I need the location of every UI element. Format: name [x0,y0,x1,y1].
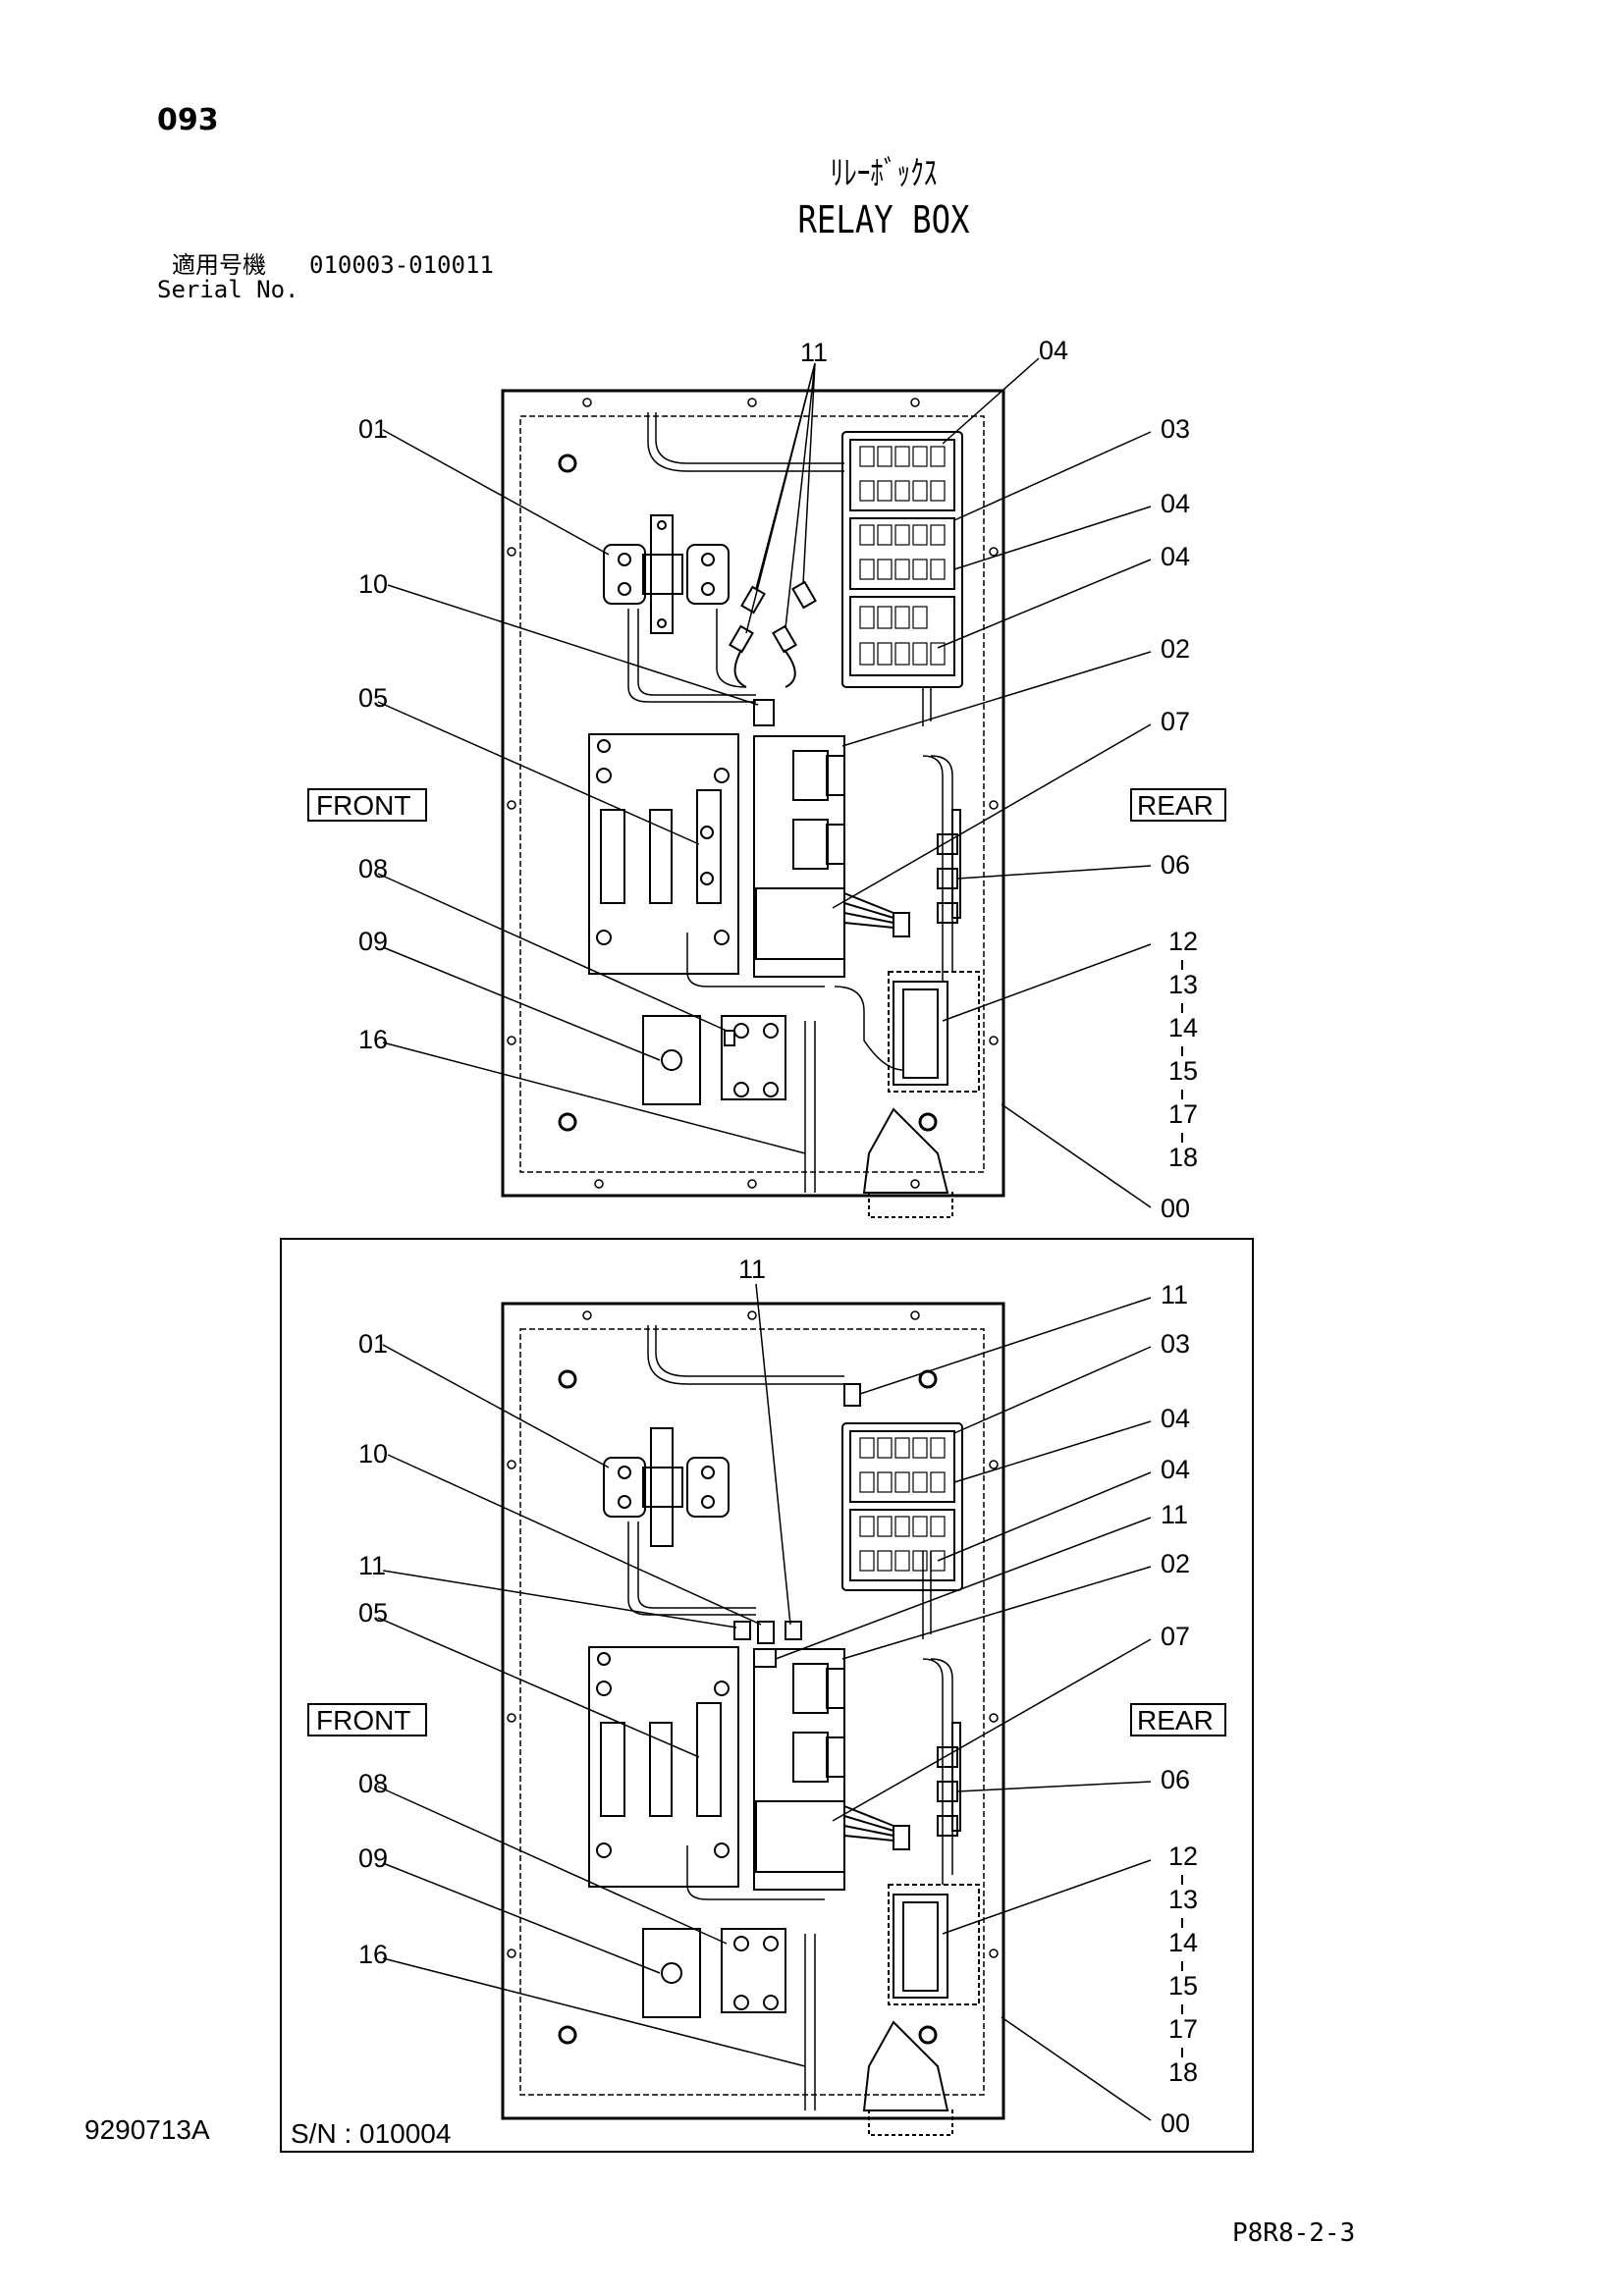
top-mounting-holes [507,398,999,1189]
top-callout-right-10: 15 [1168,1056,1198,1086]
top-front-label: FRONT [316,790,410,821]
top-wiring [627,412,953,1193]
top-connector-unit-02 [753,735,910,978]
bottom-wiring [627,1325,953,2110]
title-japanese: ﾘﾚｰﾎﾞｯｸｽ [830,154,938,193]
bottom-callout-right-0: 11 [1161,1280,1188,1309]
bottom-box-09 [642,1928,701,2018]
bottom-callout-right-6: 07 [1161,1622,1190,1651]
bottom-relay-01 [603,1427,730,1547]
serial-label-english: Serial No. [157,276,299,303]
top-rear-tag [1130,788,1226,822]
bottom-leader-lines [377,1283,1152,2121]
top-front-tag [307,788,427,822]
bottom-relay-bank-03 [841,1422,963,1591]
bottom-rear-tag [1130,1703,1226,1736]
top-outer-panel [501,389,1005,1198]
top-box-09 [642,1015,701,1105]
top-view [307,357,1226,1218]
bottom-plate-05 [588,1646,739,1888]
bottom-callout-right-2: 04 [1161,1404,1190,1433]
top-inner-panel [519,415,985,1173]
bottom-callout-right-5: 02 [1161,1549,1190,1578]
top-leader-lines [377,357,1152,1208]
bottom-callout-left-1: 10 [358,1439,388,1468]
top-callout-left-0: 01 [358,414,388,444]
bottom-callout-right-7: 06 [1161,1765,1190,1794]
bottom-callout-left-2: 11 [358,1551,386,1580]
bottom-callout-top: 11 [738,1255,766,1284]
top-callout-right-9: 14 [1168,1013,1198,1042]
top-terminal-06 [937,809,961,924]
top-callout-right-5: 07 [1161,707,1190,736]
top-callout-right-11: 17 [1168,1099,1198,1129]
bottom-rear-label: REAR [1137,1705,1214,1735]
top-callout-right-1: 03 [1161,414,1190,444]
bottom-front-tag [307,1703,427,1736]
page-code: P8R8-2-3 [1232,2218,1356,2248]
serial-range: 010003-010011 [309,251,494,279]
bottom-frame [280,1238,1254,2153]
bottom-callout-left-3: 05 [358,1598,388,1628]
bottom-outer-panel [501,1302,1005,2120]
top-connectors-11 [729,580,817,688]
top-callout-left-2: 05 [358,683,388,713]
bottom-mounting-holes [507,1310,999,2045]
top-harness-00 [862,1107,953,1218]
top-rear-label: REAR [1137,790,1214,821]
top-relay-01 [603,514,730,634]
bottom-callout-right-11: 15 [1168,1971,1198,2001]
bottom-callout-labels: 11 01 10 11 05 08 09 16 11 03 04 04 11 0… [316,1255,1214,2138]
bottom-callout-right-1: 03 [1161,1329,1190,1359]
bottom-callout-right-14: 00 [1161,2109,1190,2138]
bottom-harness-00 [862,2020,953,2136]
top-callout-top: 11 [800,338,828,367]
top-callout-labels: 11 01 10 05 08 09 16 04 03 04 04 02 07 0… [316,336,1214,1223]
top-callout-right-6: 06 [1161,850,1190,880]
top-connector-10 [753,699,775,726]
top-callout-left-5: 16 [358,1025,388,1054]
serial-label-japanese: 適用号機 [172,251,266,279]
top-callout-right-8: 13 [1168,970,1198,999]
bottom-callout-right-10: 14 [1168,1928,1198,1957]
drawing-number: 9290713A [84,2114,210,2145]
bottom-callout-right-8: 12 [1168,1842,1198,1871]
top-callout-left-4: 09 [358,927,388,956]
bottom-callout-left-5: 09 [358,1843,388,1873]
top-relay-bank-03 [841,431,963,688]
bottom-callout-left-6: 16 [358,1940,388,1969]
bottom-callout-right-4: 11 [1161,1500,1188,1529]
top-callout-right-4: 02 [1161,634,1190,664]
top-plate-05 [588,733,739,975]
top-callout-right-12: 18 [1168,1143,1198,1172]
top-callout-right-2: 04 [1161,489,1190,518]
bottom-callout-left-0: 01 [358,1329,388,1359]
bottom-callout-right-3: 04 [1161,1455,1190,1484]
bottom-relay-08 [721,1928,786,2013]
top-callout-left-3: 08 [358,854,388,883]
bottom-terminal-06 [937,1722,961,1837]
top-fuse-box-12 [888,971,980,1093]
top-callout-right-3: 04 [1161,542,1190,571]
bottom-view [280,1238,1254,2153]
top-callout-right-7: 12 [1168,927,1198,956]
top-callout-left-1: 10 [358,569,388,599]
bottom-fuse-box-12 [888,1884,980,2005]
title-english: RELAY BOX [797,198,970,241]
bottom-callout-right-13: 18 [1168,2057,1198,2087]
bottom-callout-right-9: 13 [1168,1885,1198,1914]
bottom-front-label: FRONT [316,1705,410,1735]
bottom-connectors-11 [733,1383,861,1668]
bottom-connector-unit-02 [753,1648,910,1891]
serial-note: S/N : 010004 [291,2118,452,2149]
page-number: 093 [157,103,219,137]
bottom-callout-right-12: 17 [1168,2014,1198,2044]
top-relay-08 [721,1015,786,1100]
bottom-inner-panel [519,1328,985,2096]
bottom-callout-left-4: 08 [358,1769,388,1798]
top-callout-right-0: 04 [1039,336,1068,365]
top-callout-right-13: 00 [1161,1194,1190,1223]
